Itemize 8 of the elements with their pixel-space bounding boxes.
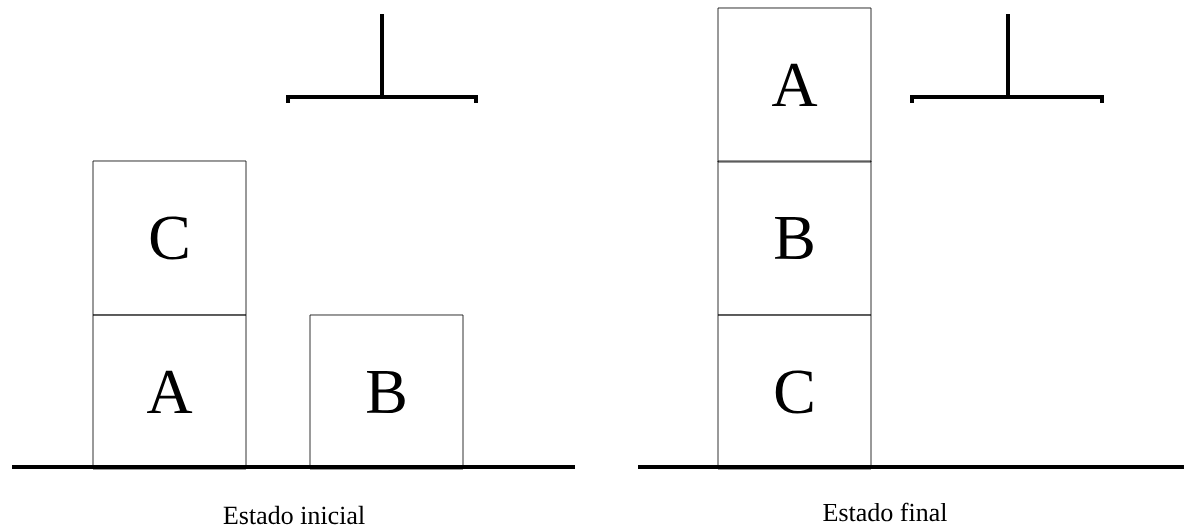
block-box: A — [92, 314, 247, 470]
caption: Estado final — [823, 502, 947, 522]
block-box: C — [92, 160, 247, 316]
block-box: C — [717, 314, 872, 470]
block-box: B — [309, 314, 464, 470]
caption: Estado inicial — [223, 505, 365, 525]
block-box: B — [717, 160, 872, 316]
block-box: A — [717, 7, 872, 163]
